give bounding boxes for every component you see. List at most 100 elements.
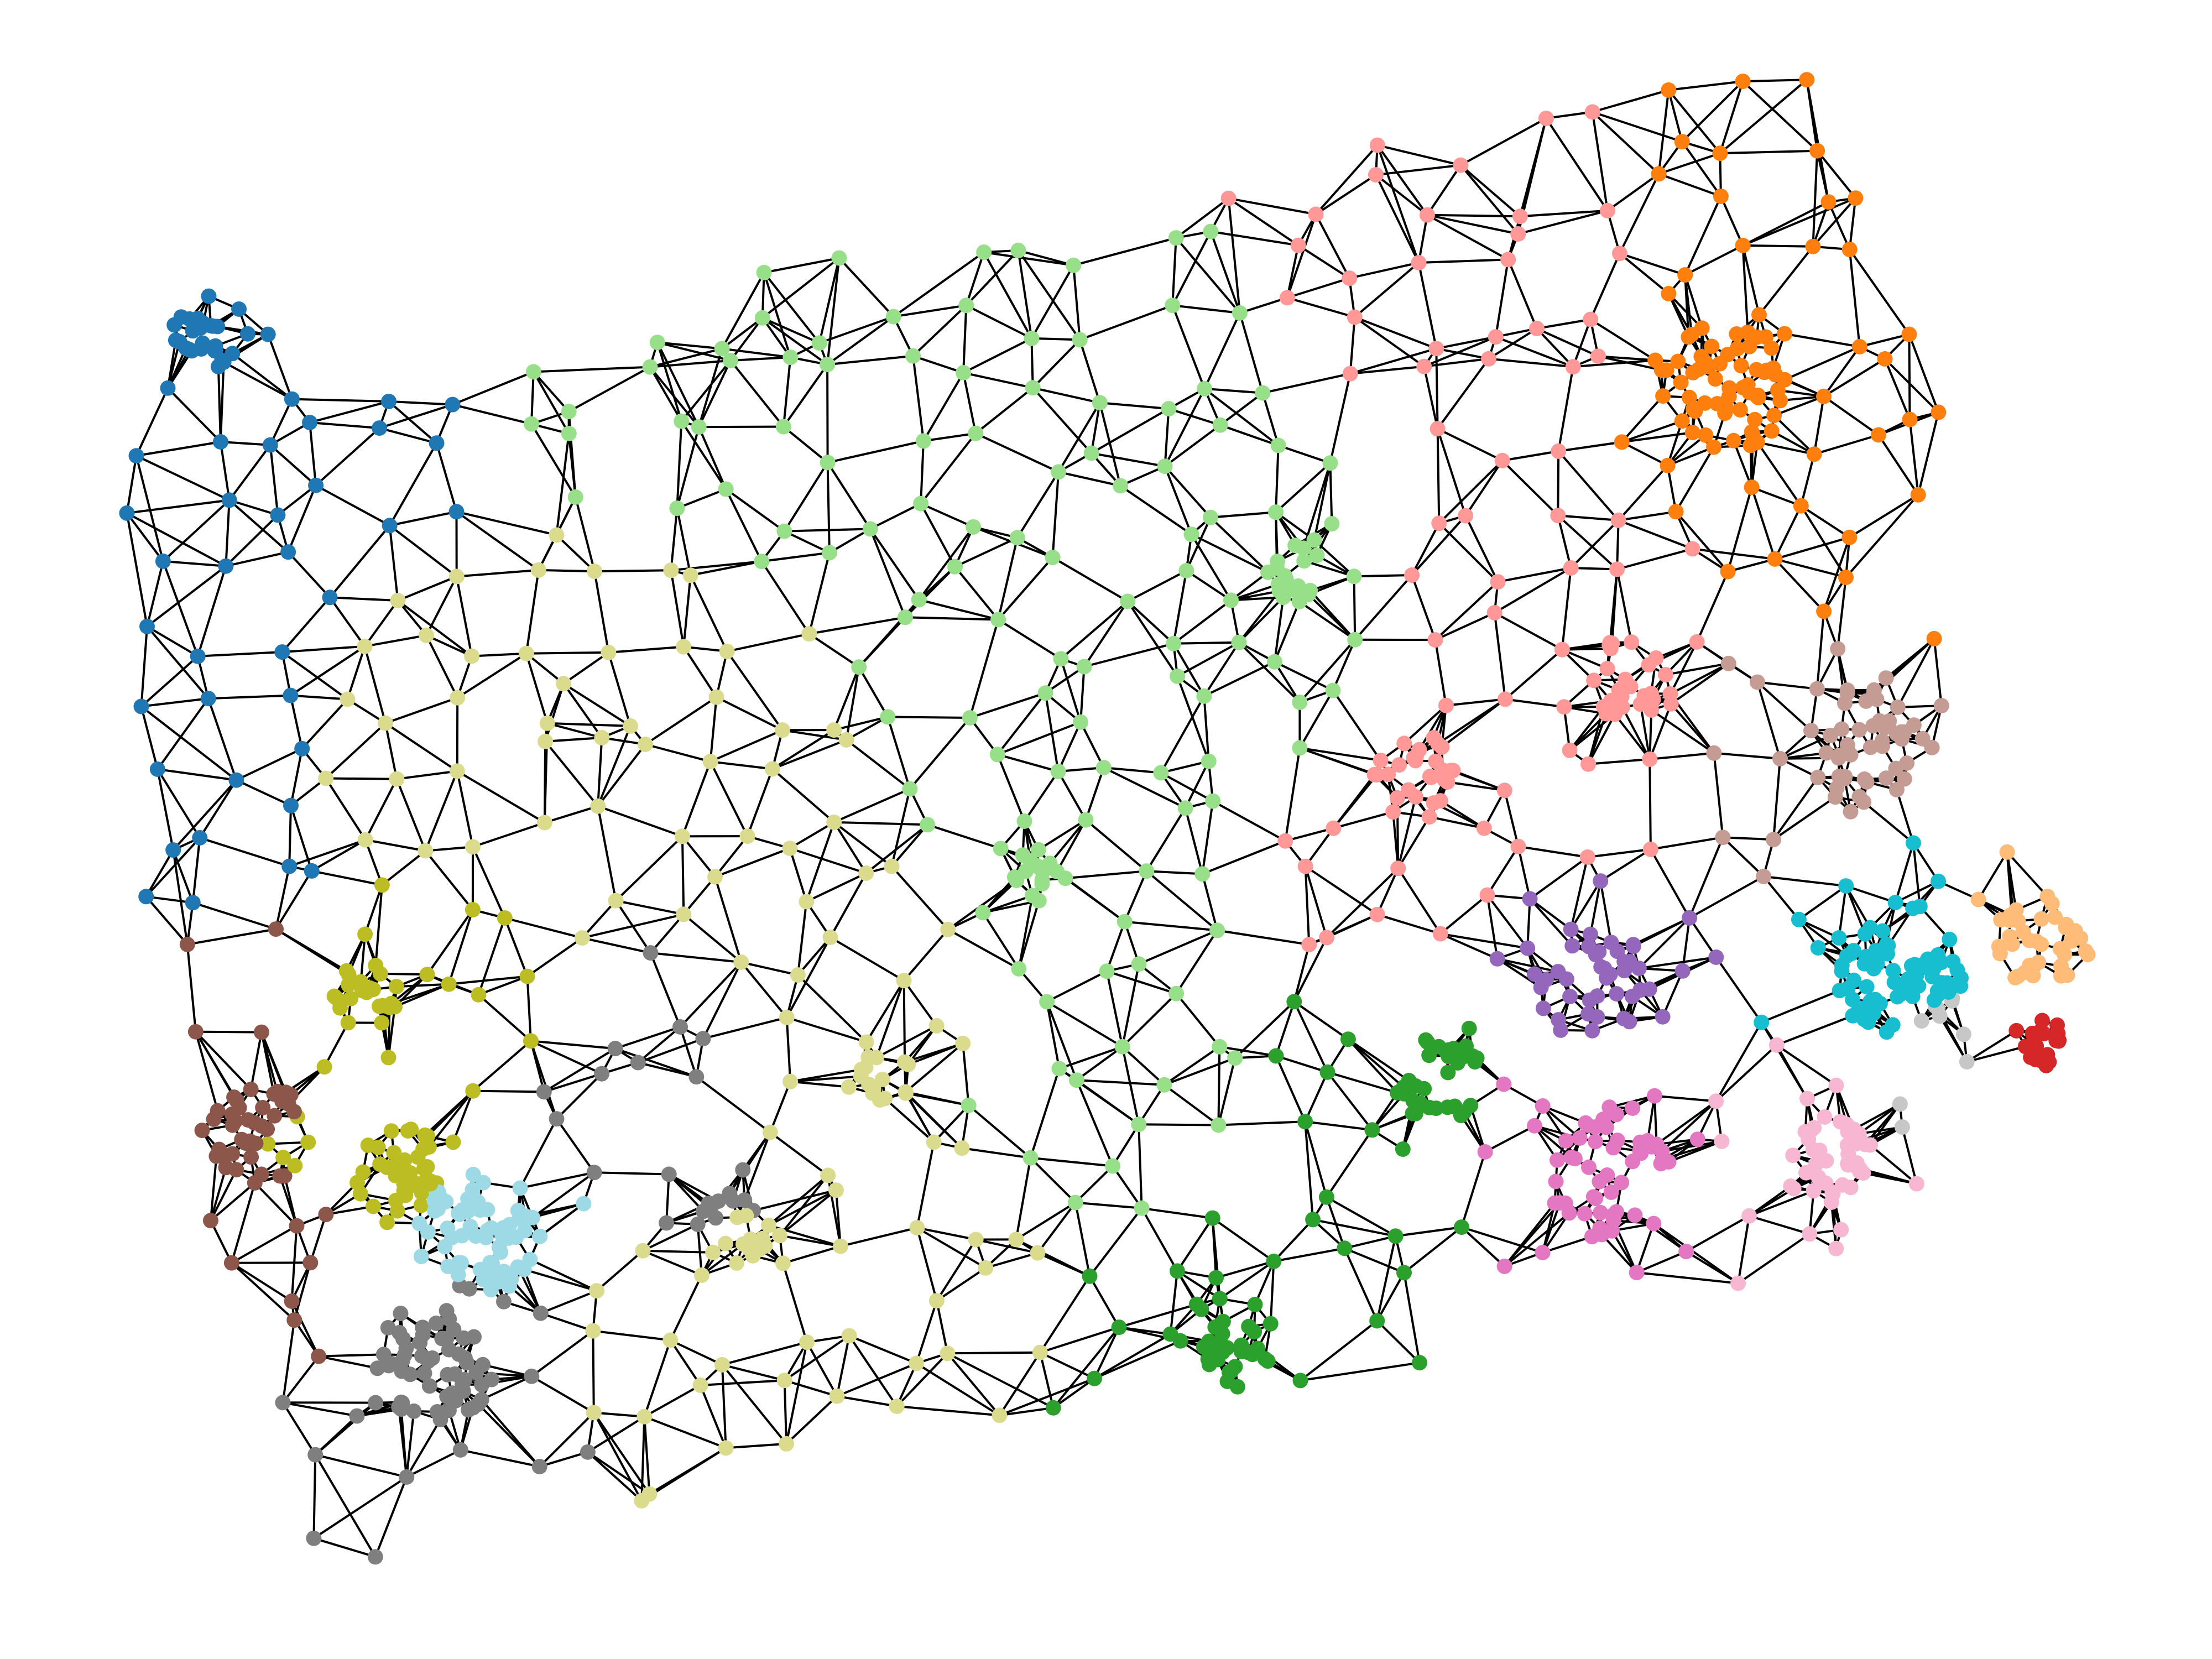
graph-edge <box>1056 819 1087 872</box>
node-tan <box>1914 731 1931 747</box>
graph-edge <box>1146 870 1218 931</box>
graph-edge <box>709 761 749 837</box>
graph-edge <box>769 1131 829 1177</box>
graph-edge <box>904 1091 935 1143</box>
node-green <box>1111 1319 1127 1335</box>
graph-edge <box>1286 213 1317 299</box>
node-light-green <box>1170 668 1186 684</box>
node-blue <box>133 698 149 714</box>
graph-edge <box>1658 173 1721 197</box>
node-khaki <box>692 1377 708 1393</box>
node-light-green <box>902 781 918 797</box>
node-orange <box>1698 427 1714 443</box>
graph-edge <box>999 1377 1095 1417</box>
node-orange <box>1749 388 1765 404</box>
graph-edge <box>1217 1046 1221 1125</box>
graph-edge <box>146 565 227 628</box>
graph-edge <box>452 1090 474 1143</box>
graph-edge <box>524 1268 597 1292</box>
graph-edge <box>260 1032 275 1094</box>
node-orange <box>1838 570 1854 585</box>
node-salmon <box>1599 202 1615 218</box>
graph-edge <box>998 1352 1041 1416</box>
graph-edge <box>1138 1084 1166 1125</box>
graph-edge <box>1895 880 1939 904</box>
node-khaki <box>539 715 555 731</box>
graph-edge <box>740 961 788 1019</box>
graph-edge <box>702 962 743 1040</box>
node-light-orange <box>2053 968 2069 984</box>
graph-edge <box>1304 1121 1328 1198</box>
graph-edge <box>1052 556 1129 603</box>
node-gray <box>549 1111 565 1127</box>
graph-edge <box>1076 1046 1123 1081</box>
graph-edge <box>388 525 399 601</box>
graph-edge <box>1859 333 1910 348</box>
graph-edge <box>364 634 427 648</box>
node-light-green <box>1322 455 1338 471</box>
graph-edge <box>962 1043 970 1105</box>
node-green <box>1045 1400 1061 1416</box>
graph-edge <box>1772 796 1836 841</box>
node-gray <box>607 1041 623 1057</box>
graph-edge <box>223 361 293 400</box>
graph-edge <box>1541 1202 1561 1253</box>
graph-edge <box>607 652 632 727</box>
node-blue <box>280 544 296 560</box>
node-light-green <box>916 433 931 449</box>
node-light-green <box>1223 592 1239 608</box>
graph-edge <box>730 356 791 362</box>
graph-edge <box>1434 581 1499 641</box>
graph-edge <box>1520 209 1608 218</box>
node-tan <box>1839 685 1855 701</box>
graph-edge <box>1230 583 1279 602</box>
node-salmon <box>1342 270 1358 286</box>
node-orange <box>1661 82 1677 98</box>
graph-edge <box>727 633 810 653</box>
node-pink <box>1496 1258 1512 1274</box>
graph-edge <box>615 899 684 916</box>
graph-edge <box>533 366 650 373</box>
graph-edge <box>288 805 292 867</box>
graph-edge <box>1275 1001 1296 1057</box>
graph-edge <box>1031 337 1080 341</box>
graph-edge <box>858 666 889 718</box>
node-light-green <box>718 481 734 497</box>
node-blue <box>155 553 171 569</box>
graph-edge <box>1776 1044 1837 1087</box>
node-salmon <box>1609 561 1625 577</box>
graph-edge <box>933 1104 970 1143</box>
node-salmon <box>1529 321 1545 337</box>
node-light-green <box>1203 509 1218 525</box>
graph-edge <box>156 768 201 839</box>
graph-edge <box>829 873 867 938</box>
graph-edge <box>1675 510 1729 572</box>
graph-edge <box>1773 395 1824 417</box>
node-olive <box>380 1050 397 1066</box>
node-green <box>1208 1270 1224 1286</box>
graph-edge <box>318 1355 378 1370</box>
node-light-green <box>905 348 921 364</box>
node-khaki <box>772 1228 787 1244</box>
graph-edge <box>1621 420 1683 444</box>
graph-edge <box>1121 963 1140 1047</box>
graph-edge <box>1614 713 1651 760</box>
node-light-green <box>1168 230 1184 246</box>
graph-edge <box>210 1156 218 1221</box>
node-light-green <box>913 495 929 512</box>
graph-edge <box>1542 1235 1593 1254</box>
graph-edge <box>1204 387 1263 394</box>
node-light-green <box>820 455 836 471</box>
graph-edge <box>1084 767 1105 821</box>
graph-edge <box>865 823 928 874</box>
node-light-gray <box>1894 1119 1910 1135</box>
graph-edge <box>1203 312 1241 389</box>
node-light-green <box>1051 464 1067 480</box>
node-salmon <box>1496 782 1512 799</box>
graph-edge <box>1816 150 1830 202</box>
graph-edge <box>1651 709 1715 754</box>
node-salmon <box>1342 366 1358 382</box>
graph-edge <box>1411 523 1441 576</box>
node-orange <box>1660 457 1676 473</box>
graph-edge <box>1460 117 1547 166</box>
